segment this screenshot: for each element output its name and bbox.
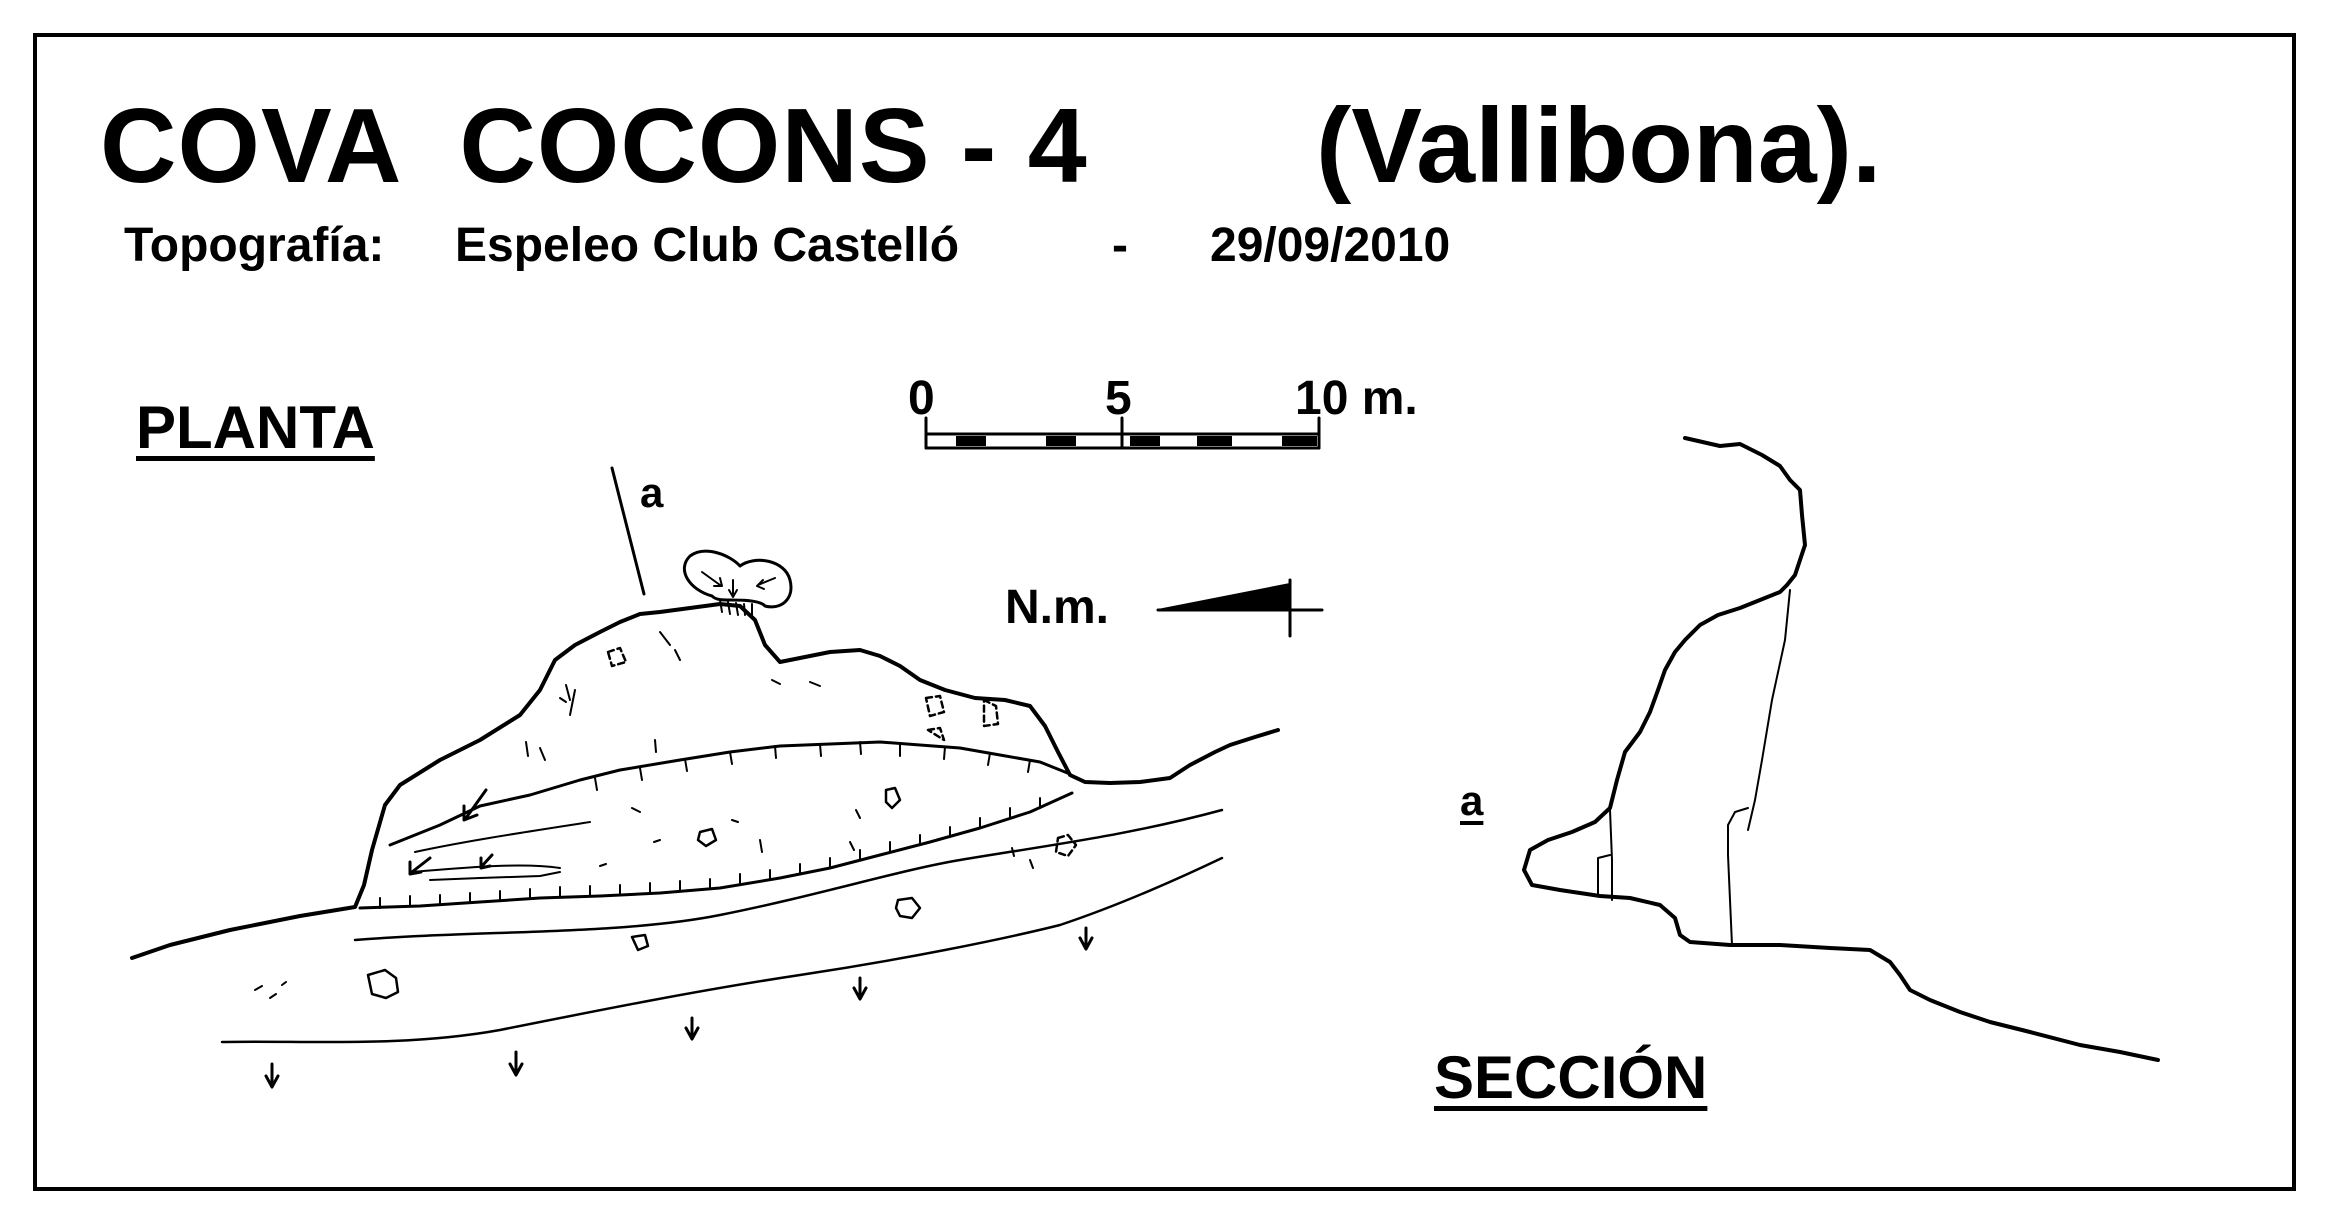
- scale-label-0: 0: [908, 372, 935, 425]
- section-wall-inner-3: [1597, 809, 1613, 901]
- survey-date: 29/09/2010: [1210, 219, 1451, 272]
- floor-details: [254, 631, 1034, 999]
- survey-author: Espeleo Club Castelló: [455, 219, 960, 272]
- section-line-label: a: [640, 469, 664, 516]
- chamber-arrows: [701, 571, 776, 598]
- cave-plan-outline: [130, 602, 1280, 960]
- survey-label: Topografía:: [124, 219, 385, 272]
- chamber-step-ticks: [719, 599, 753, 616]
- rock-blocks: [366, 646, 1078, 1000]
- cave-location: (Vallibona).: [1316, 87, 1882, 205]
- subtitle-separator: -: [1112, 219, 1128, 272]
- inner-channel-1: [414, 821, 591, 853]
- slope-arrows: [408, 788, 494, 876]
- section-wall-inner-1: [1747, 589, 1791, 831]
- section-profile-outline: [1522, 436, 2160, 1062]
- cave-name: COVA COCONS - 4: [100, 87, 1088, 205]
- lower-ledge-line: [358, 791, 1074, 910]
- inner-channel-3: [429, 871, 561, 881]
- scale-label-5: 5: [1105, 372, 1132, 425]
- upper-ledge-line: [388, 740, 1072, 847]
- section-view-label: SECCIÓN: [1434, 1044, 1708, 1111]
- upper-chamber-outline: [683, 549, 793, 609]
- north-label: N.m.: [1005, 581, 1110, 634]
- slope-line-lower: [220, 856, 1224, 1044]
- scale-bar-segments: [956, 436, 1317, 446]
- section-line-a: [610, 466, 646, 596]
- scale-label-10: 10 m.: [1295, 372, 1418, 425]
- plan-view-label: PLANTA: [136, 394, 375, 461]
- upper-ledge-ticks: [594, 741, 1031, 791]
- section-wall-inner-2: [1727, 807, 1749, 946]
- slope-line-upper: [353, 808, 1224, 942]
- map-frame: [33, 33, 2296, 1191]
- lower-ledge-ticks: [379, 797, 1041, 909]
- downslope-arrows: [264, 926, 1094, 1089]
- section-a-label: a: [1460, 777, 1484, 824]
- north-arrow-icon: [1156, 578, 1324, 638]
- scale-bar: [924, 416, 1321, 450]
